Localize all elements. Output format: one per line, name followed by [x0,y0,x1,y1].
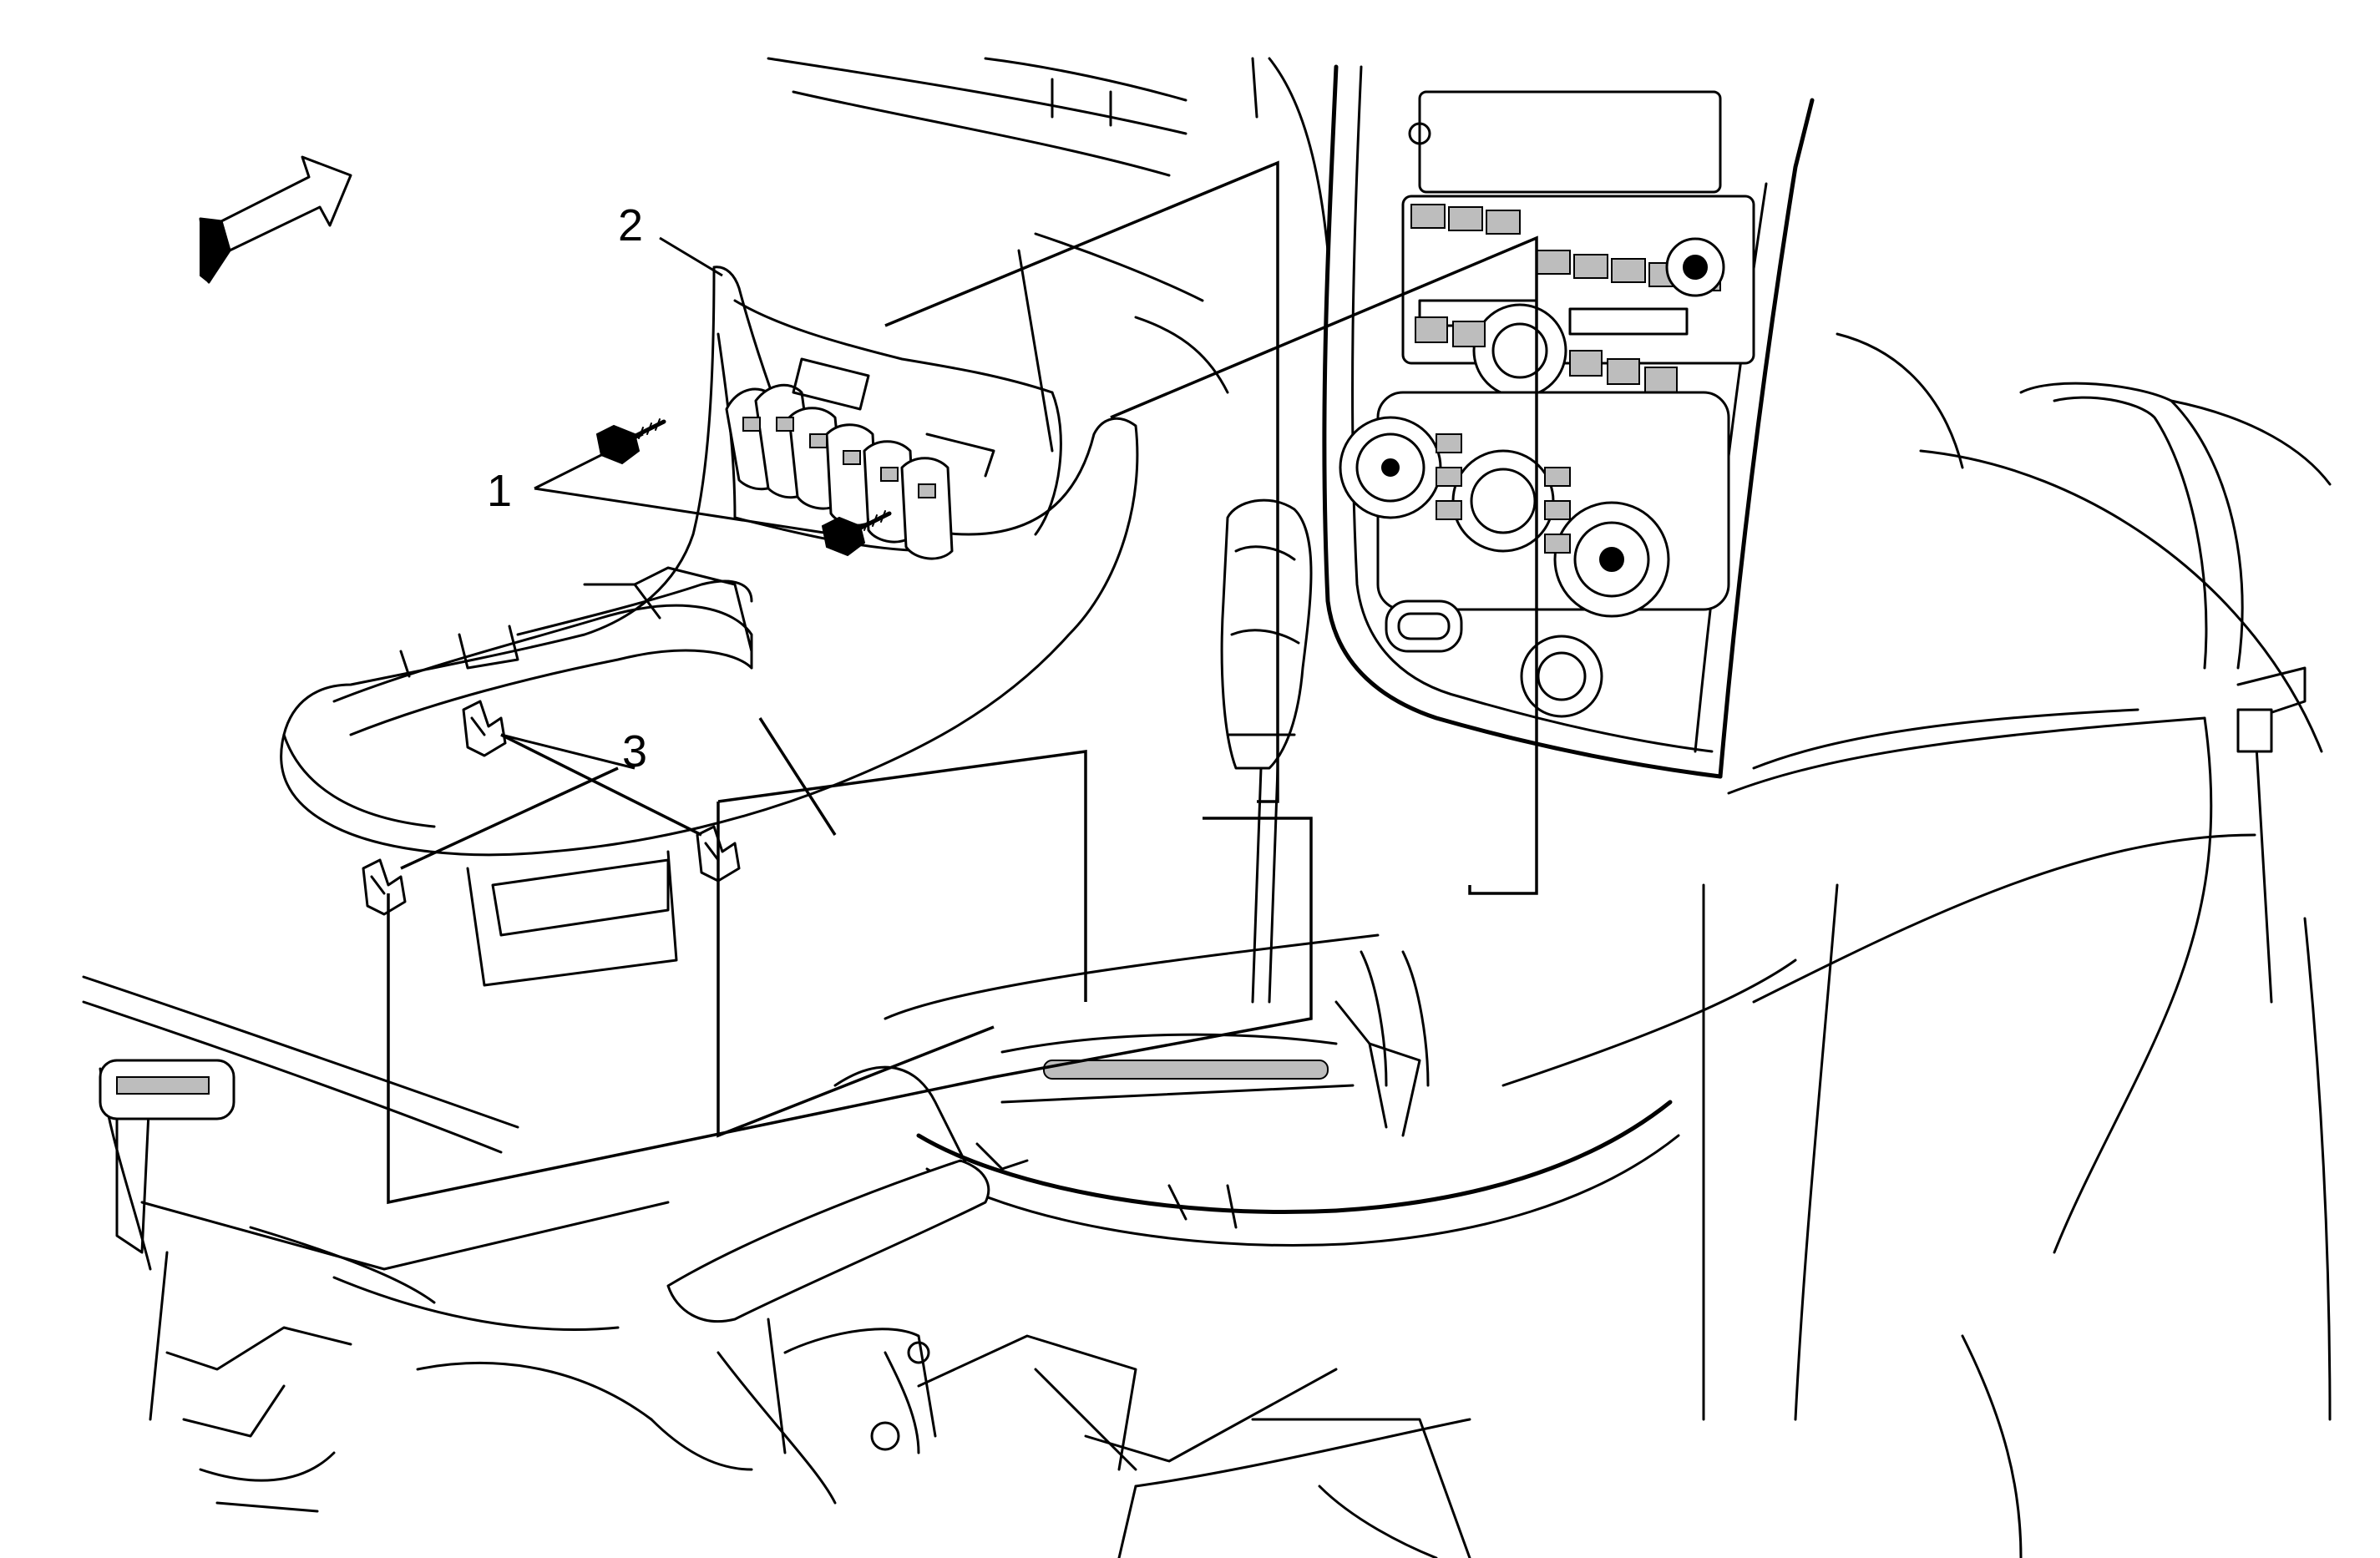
instrument-panel [82,57,2332,1558]
forward-arrow-icon [199,155,352,284]
screw-lower [821,510,892,557]
radio-head-unit [1401,90,1755,481]
trim-plate [280,266,1139,987]
gear-shifter [1220,498,1313,1004]
rear-console [82,975,1471,1558]
alignment-lines [387,160,1538,1205]
callout-leaders [500,236,836,770]
hvac-control-panel [1339,391,1730,718]
callout-1: 1 [487,466,512,516]
console-side-panel [1501,332,2332,1558]
callout-3: 3 [622,726,647,776]
retainer-clip-left [362,858,407,916]
retainer-clip-upper [462,700,507,757]
floor-console [833,933,1680,1247]
callout-2: 2 [618,200,643,250]
